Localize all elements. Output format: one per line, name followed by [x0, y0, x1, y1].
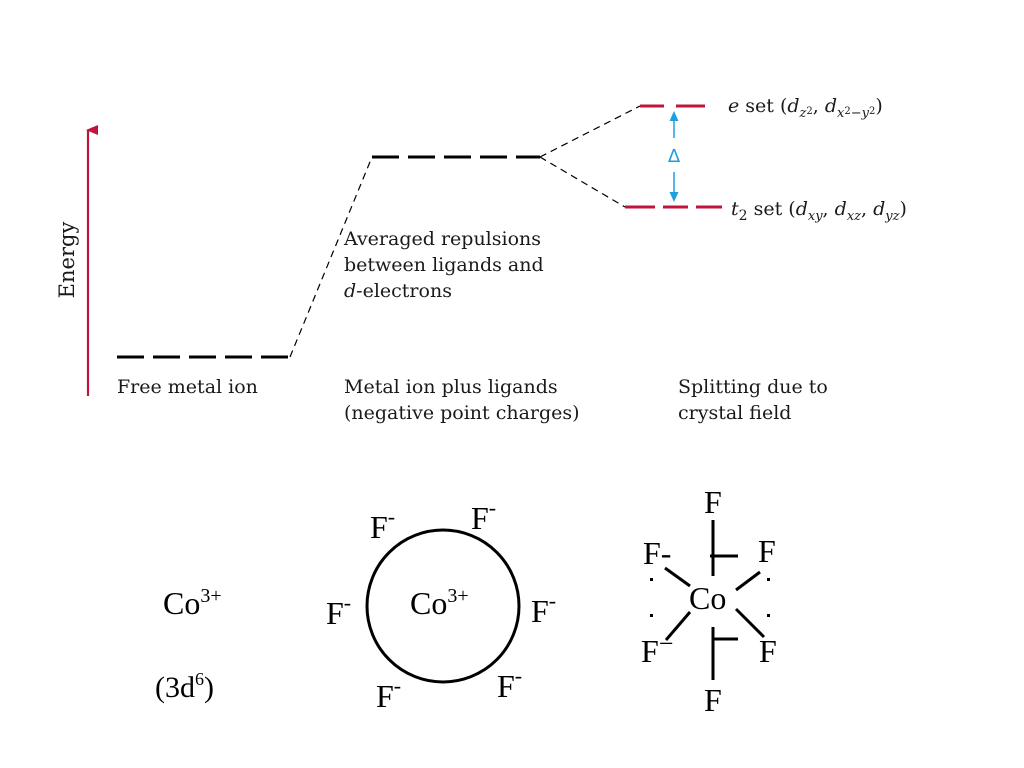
point-charge-center: Co3+ — [410, 585, 469, 621]
caption-splitting-line-2: crystal field — [678, 402, 791, 424]
octahedral-center: Co — [689, 580, 726, 616]
octahedral-ligand-top: F — [704, 484, 722, 520]
delta-symbol: Δ — [668, 146, 681, 167]
averaged-repulsions-annotation: Averaged repulsions between ligands and … — [343, 228, 544, 302]
free-to-averaged-connector — [289, 156, 373, 358]
point-charge-ligand-left: F- — [326, 590, 351, 631]
annotation-line-2: between ligands and — [344, 254, 544, 276]
octahedral-ligand-upper-right: F — [758, 533, 776, 569]
caption-ligands-line-1: Metal ion plus ligands — [344, 376, 558, 398]
caption-ligands-line-2: (negative point charges) — [344, 402, 580, 424]
annotation-line-1: Averaged repulsions — [343, 228, 541, 250]
point-charge-ligand-top-right: F- — [471, 495, 496, 536]
point-charge-ligand-bottom-right: F- — [497, 663, 522, 704]
octahedral-ligand-bottom: F — [704, 682, 722, 718]
annotation-line-3: d-electrons — [344, 280, 452, 302]
octahedral-bonds — [664, 520, 766, 680]
octahedral-complex: Co F F F- F F− F — [641, 484, 777, 718]
t2-set-label: t2 set (dxy, dxz, dyz) — [731, 198, 907, 224]
energy-level-diagram: Energy Δ e set (dz2, dx2−y2) — [55, 95, 907, 424]
octahedral-dots — [650, 578, 770, 617]
delta-splitting-arrow — [669, 111, 679, 202]
point-charge-ligand-top-left: F- — [370, 504, 395, 545]
free-ion-symbol: Co3+ — [163, 585, 222, 621]
averaged-to-t2-connector — [539, 156, 626, 208]
point-charge-model: Co3+ F- F- F- F- F- F- — [326, 495, 556, 714]
energy-axis-label: Energy — [55, 222, 79, 299]
electron-configuration: (3d6) — [155, 669, 214, 704]
point-charge-ligand-right: F- — [531, 588, 556, 629]
caption-splitting-line-1: Splitting due to — [678, 376, 828, 398]
e-set-label: e set (dz2, dx2−y2) — [728, 95, 883, 121]
free-ion-block: Co3+ (3d6) — [155, 585, 222, 704]
octahedral-ligand-lower-left: F− — [641, 629, 673, 669]
caption-free-metal-ion: Free metal ion — [117, 376, 258, 398]
ligand-sphere — [365, 528, 521, 684]
octahedral-ligand-upper-left: F- — [643, 535, 671, 571]
point-charge-ligand-bottom-left: F- — [376, 673, 401, 714]
octahedral-ligand-lower-right: F — [759, 633, 777, 669]
averaged-to-e-connector — [539, 105, 641, 158]
